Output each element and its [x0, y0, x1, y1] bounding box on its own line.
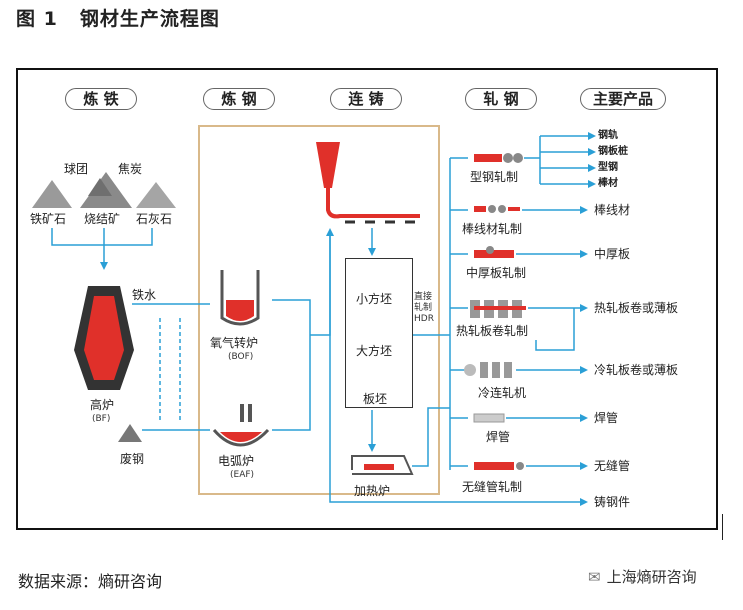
label-mill-hot-strip: 热轧板卷轧制: [456, 324, 529, 338]
label-slab: 板坯: [363, 392, 388, 406]
label-eaf-abbr: (EAF): [230, 470, 255, 480]
label-mill-wire: 棒线材轧制: [462, 222, 523, 236]
iron-ore-pile: [32, 180, 72, 208]
product-welded-pipe: 焊管: [594, 411, 619, 425]
limestone-pile: [136, 182, 176, 208]
label-reheat-furnace: 加热炉: [354, 484, 391, 498]
source-note: 数据来源：熵研咨询: [18, 572, 163, 591]
label-mill-cold: 冷连轧机: [478, 386, 527, 400]
label-mill-welded: 焊管: [486, 430, 511, 444]
coke-pile: [88, 178, 112, 196]
product-plate: 中厚板: [594, 247, 631, 261]
stage-products: 主要产品: [580, 88, 666, 110]
watermark-text: 上海熵研咨询: [606, 568, 697, 586]
product-wire-rod: 棒线材: [594, 203, 631, 217]
label-eaf: 电弧炉: [218, 454, 255, 468]
label-blast-furnace: 高炉: [90, 398, 115, 412]
product-casting: 铸钢件: [594, 495, 631, 509]
label-mill-plate: 中厚板轧制: [466, 266, 527, 280]
product-sheet-pile: 钢板桩: [598, 146, 628, 157]
watermark: ✉ 上海熵研咨询: [588, 566, 697, 587]
figure-title: 图 1 钢材生产流程图: [16, 4, 220, 31]
label-limestone: 石灰石: [136, 212, 173, 226]
product-cold-coil: 冷轧板卷或薄板: [594, 363, 679, 377]
label-pellets: 球团: [64, 162, 89, 176]
steelmaking-casting-box: [198, 125, 440, 495]
billet-box: [345, 258, 413, 408]
label-bof-abbr: (BOF): [228, 352, 254, 362]
label-iron-ore: 铁矿石: [30, 212, 67, 226]
wechat-icon: ✉: [588, 568, 601, 586]
product-seamless-pipe: 无缝管: [594, 459, 631, 473]
label-small-billet: 小方坯: [356, 292, 393, 306]
figure-title-text: 钢材生产流程图: [79, 8, 220, 30]
label-bof: 氧气转炉: [210, 336, 259, 350]
label-bf-abbr: (BF): [92, 414, 111, 424]
bof-melt: [226, 300, 254, 321]
stage-ironmaking: 炼 铁: [65, 88, 137, 110]
label-hdr: 直接轧制 HDR: [414, 292, 434, 324]
stage-casting: 连 铸: [330, 88, 402, 110]
ladle: [316, 142, 340, 188]
label-sinter: 烧结矿: [84, 212, 121, 226]
product-hot-coil: 热轧板卷或薄板: [594, 301, 679, 315]
reheat-slab: [364, 464, 394, 470]
scrap-pile: [118, 424, 142, 442]
stage-rolling: 轧 钢: [465, 88, 537, 110]
label-coke: 焦炭: [118, 162, 143, 176]
figure-number: 图 1: [16, 8, 58, 30]
product-rail: 钢轨: [598, 130, 618, 141]
blast-furnace-melt: [84, 296, 124, 380]
label-large-billet: 大方坯: [356, 344, 393, 358]
label-mill-seamless: 无缝管轧制: [462, 480, 523, 494]
product-section: 型钢: [598, 162, 618, 173]
strand: [326, 188, 420, 219]
eaf-melt: [220, 432, 262, 442]
label-scrap: 废钢: [120, 452, 145, 466]
stage-steelmaking: 炼 钢: [203, 88, 275, 110]
frame-tick: [722, 514, 723, 540]
product-bar: 棒材: [598, 178, 618, 189]
label-mill-section: 型钢轧制: [470, 170, 519, 184]
diagram-frame: [16, 68, 718, 530]
label-hot-metal: 铁水: [132, 288, 157, 302]
